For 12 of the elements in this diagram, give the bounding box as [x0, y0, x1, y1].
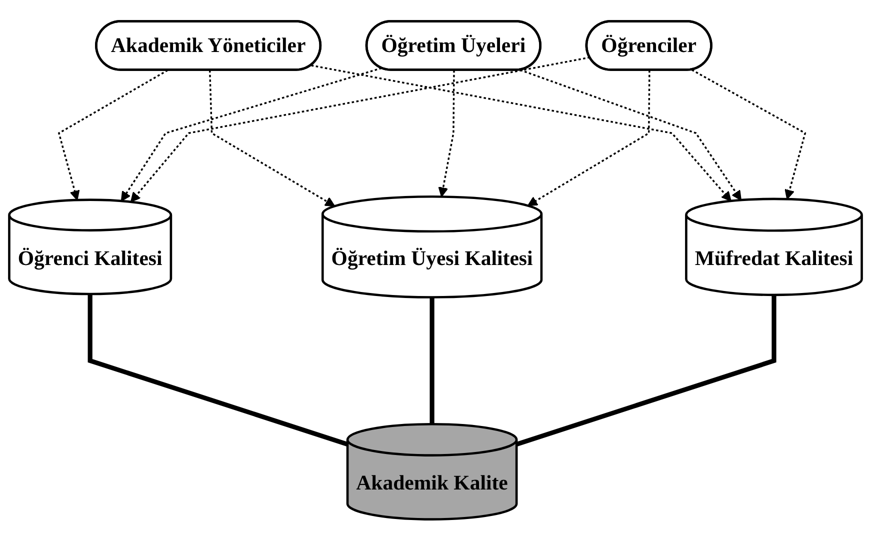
arrow [438, 70, 455, 198]
arrow [120, 68, 382, 202]
arrow [527, 70, 650, 206]
arrow [311, 64, 732, 202]
connector [88, 294, 348, 447]
arrow [130, 56, 590, 203]
connector [430, 297, 434, 424]
arrow [691, 69, 806, 200]
connector [516, 295, 776, 447]
arrow [58, 70, 168, 201]
arrow [208, 70, 336, 207]
arrow [520, 69, 742, 201]
